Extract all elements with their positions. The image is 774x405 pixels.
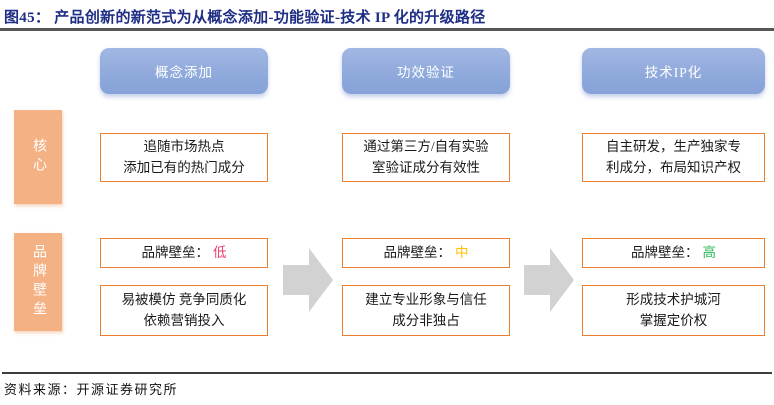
barrier-desc-box-tech-ip: 形成技术护城河 掌握定价权 [582,285,765,336]
stage-header-concept-addition: 概念添加 [100,48,268,94]
figure-title: 图45： 产品创新的新范式为从概念添加-功能验证-技术 IP 化的升级路径 [4,10,486,26]
barrier-level-value-low: 低 [213,244,227,260]
barrier-level-box-mid: 品牌壁垒：中 [342,238,510,268]
footer-divider [2,372,772,374]
barrier-label-text: 品牌壁垒： [383,244,452,260]
core-box-concept: 追随市场热点 添加已有的热门成分 [100,133,268,182]
core-box-efficacy: 通过第三方/自有实验 室验证成分有效性 [342,133,510,182]
arrow-right-icon [524,248,574,312]
stage-header-efficacy-validation: 功效验证 [342,48,510,94]
row-label-core: 核心 [14,110,62,204]
title-divider [0,28,774,31]
core-box-tech-ip: 自主研发，生产独家专 利成分，布局知识产权 [582,133,765,182]
barrier-desc-box-concept: 易被模仿 竞争同质化 依赖营销投入 [100,285,268,336]
barrier-label-text: 品牌壁垒： [141,244,210,260]
barrier-level-value-mid: 中 [455,244,469,260]
barrier-level-value-high: 高 [702,244,717,260]
data-source-note: 资料来源：开源证券研究所 [4,382,179,397]
row-label-brand-barrier: 品牌壁垒 [14,233,62,331]
barrier-label-text: 品牌壁垒： [631,244,699,260]
barrier-desc-box-efficacy: 建立专业形象与信任 成分非独占 [342,285,510,336]
stage-header-tech-ip: 技术IP化 [582,48,765,94]
barrier-level-box-high: 品牌壁垒：高 [582,238,765,268]
arrow-right-icon [283,248,333,312]
barrier-level-box-low: 品牌壁垒：低 [100,238,268,268]
